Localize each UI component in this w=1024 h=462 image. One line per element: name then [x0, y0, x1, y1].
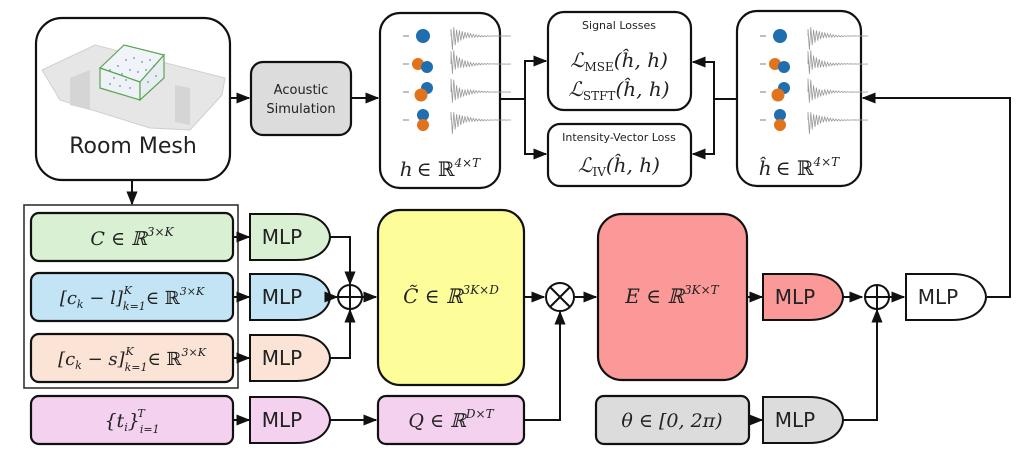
mic-waveforms-gt	[403, 27, 512, 135]
signal-losses-block: Signal Losses ℒMSE(ĥ, h) ℒSTFT(ĥ, h)	[546, 10, 693, 112]
acoustic-simulation-line2: Simulation	[266, 102, 335, 117]
rir-pred-label: ĥ∈ ℝ4×T	[759, 155, 840, 180]
theta-label: θ ∈ [0, 2π)	[621, 410, 722, 432]
mic-channel-1	[760, 27, 869, 50]
rir-ground-truth-block: h∈ ℝ4×T	[378, 11, 512, 190]
mlp-final-label: MLP	[918, 285, 958, 309]
input-C-label: C ∈ ℝ3×K	[90, 225, 174, 250]
mse-loss: ℒMSE(ĥ, h)	[570, 48, 668, 74]
mlp-final-shape	[905, 273, 988, 321]
room-mesh-block: Room Mesh	[34, 16, 232, 182]
input-t-label: {ti}i=1T	[104, 407, 159, 436]
rir-gt-label: h∈ ℝ4×T	[400, 156, 481, 181]
mlp-cl: MLP	[249, 273, 332, 321]
room-mesh-image	[41, 44, 226, 131]
room-mesh-label: Room Mesh	[69, 134, 197, 159]
mic-channel-3	[403, 78, 512, 103]
mic-capsule-icon	[417, 109, 429, 121]
waveform-icon	[450, 78, 512, 103]
arrow-pred-to-iv-loss	[691, 99, 715, 160]
mic-capsule-icon	[416, 29, 430, 43]
E-label: E ∈ ℝ3K×T	[624, 283, 719, 308]
add-operator-2	[864, 284, 890, 310]
mlp-C-label: MLP	[262, 225, 302, 249]
waveform-icon	[450, 27, 512, 50]
mlp-theta: MLP	[762, 396, 845, 444]
mic-capsule-icon	[774, 119, 786, 131]
mic-waveforms-pred	[760, 27, 869, 135]
mlp-C: MLP	[249, 213, 332, 261]
iv-loss-block: Intensity-Vector Loss ℒIV(ĥ, h)	[546, 122, 693, 188]
mic-channel-1	[403, 27, 512, 50]
mic-channel-4	[760, 109, 869, 135]
input-cs-label: [ck − s]k=1K ∈ ℝ3×K	[58, 345, 207, 374]
mlp-cs: MLP	[249, 334, 332, 382]
theta-block: θ ∈ [0, 2π)	[594, 394, 751, 446]
add-operator-1	[337, 284, 363, 310]
mic-capsule-icon	[773, 29, 787, 43]
signal-losses-title: Signal Losses	[582, 19, 656, 32]
input-cl-label: [ck − l]k=1K ∈ ℝ3×K	[60, 284, 205, 313]
c-tilde-block: C̃ ∈ ℝ3K×D	[376, 208, 526, 387]
mic-channel-3	[760, 78, 869, 103]
arrow-mlptheta-to-sum	[843, 308, 883, 421]
mic-capsule-icon	[778, 61, 790, 73]
arrow-rir-to-signal-loss	[500, 55, 548, 100]
acoustic-simulation-line1: Acoustic	[274, 83, 329, 98]
mlp-cl-label: MLP	[262, 285, 302, 309]
E-block: E ∈ ℝ3K×T	[596, 212, 749, 382]
mic-capsule-icon	[414, 88, 428, 102]
waveform-icon	[807, 27, 869, 50]
mlp-t: MLP	[249, 396, 332, 444]
iv-loss: ℒIV(ĥ, h)	[578, 153, 660, 179]
iv-loss-title: Intensity-Vector Loss	[562, 131, 676, 144]
mic-capsule-icon	[774, 109, 786, 121]
arrow-pred-to-signal-loss	[691, 56, 737, 100]
waveform-icon	[807, 78, 869, 103]
mlp-E-label: MLP	[775, 285, 815, 309]
mic-capsule-icon	[421, 61, 433, 73]
arrow-mlpC-to-sum	[330, 236, 356, 286]
mlp-theta-label: MLP	[775, 408, 815, 432]
arrow-Q-to-mul	[524, 310, 566, 421]
Q-label: Q ∈ ℝD×T	[408, 407, 494, 432]
arrow-output-to-pred	[861, 92, 1011, 298]
waveform-icon	[807, 111, 869, 135]
mic-channel-4	[403, 109, 512, 135]
mic-channel-2	[760, 50, 869, 75]
waveform-icon	[450, 50, 512, 75]
mic-capsule-icon	[771, 88, 785, 102]
waveform-icon	[807, 50, 869, 75]
multiply-operator	[545, 282, 575, 312]
input-cs-block: [ck − s]k=1K ∈ ℝ3×K	[29, 332, 235, 384]
mlp-t-label: MLP	[262, 408, 302, 432]
mlp-cs-label: MLP	[262, 346, 302, 370]
c-tilde-label: C̃ ∈ ℝ3K×D	[403, 283, 499, 308]
Q-block: Q ∈ ℝD×T	[376, 394, 526, 446]
stft-loss: ℒSTFT(ĥ, h)	[568, 77, 669, 103]
mlp-final: MLP	[905, 273, 988, 321]
mic-capsule-icon	[417, 119, 429, 131]
rir-predicted-block: ĥ∈ ℝ4×T	[735, 9, 869, 188]
input-cl-block: [ck − l]k=1K ∈ ℝ3×K	[29, 271, 235, 323]
input-t-block: {ti}i=1T	[29, 394, 235, 446]
mic-channel-2	[403, 50, 512, 75]
waveform-icon	[450, 111, 512, 135]
arrow-rir-to-iv-loss	[524, 99, 548, 160]
mlp-E: MLP	[762, 273, 845, 321]
acoustic-simulation-block: Acoustic Simulation	[249, 60, 353, 137]
input-C-block: C ∈ ℝ3×K	[29, 211, 235, 263]
arrow-mlpcs-to-sum	[330, 308, 356, 359]
